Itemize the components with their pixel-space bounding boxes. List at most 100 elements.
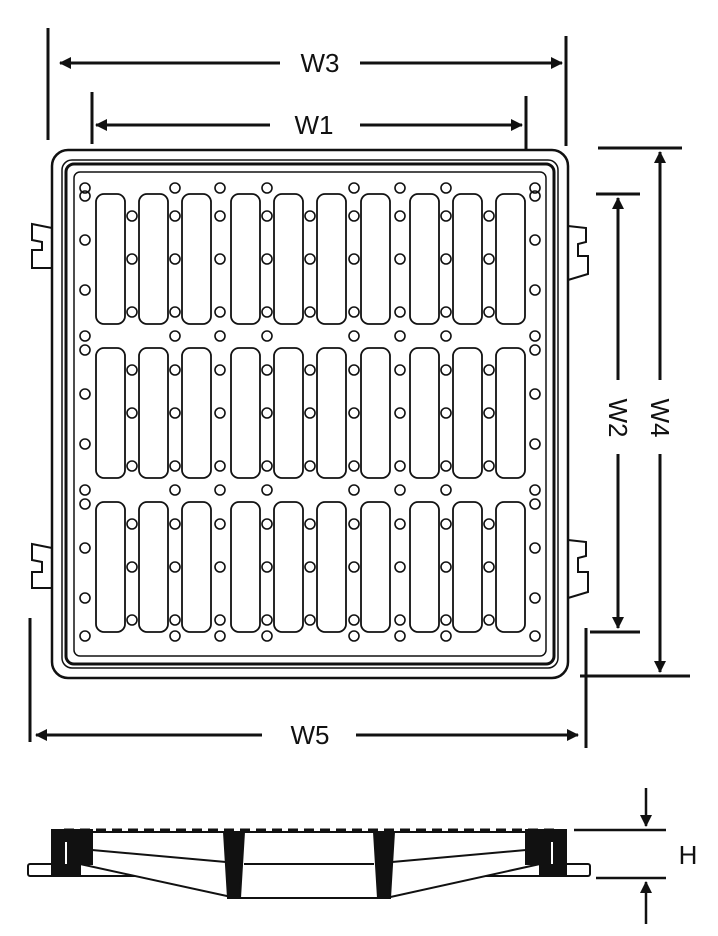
hole: [169, 253, 181, 265]
hole: [214, 460, 226, 472]
hole: [79, 284, 91, 296]
hole: [348, 330, 360, 342]
slot: [495, 347, 526, 479]
hole: [79, 438, 91, 450]
hole: [440, 330, 452, 342]
hole: [261, 364, 273, 376]
slot: [360, 193, 391, 325]
hole: [348, 253, 360, 265]
hole: [394, 210, 406, 222]
hole: [261, 460, 273, 472]
hole: [304, 614, 316, 626]
hole: [440, 407, 452, 419]
slot: [360, 347, 391, 479]
hole: [394, 330, 406, 342]
hole: [79, 630, 91, 642]
hole: [483, 253, 495, 265]
hole: [126, 518, 138, 530]
hole: [483, 518, 495, 530]
hole: [214, 407, 226, 419]
hole: [79, 592, 91, 604]
hole: [440, 518, 452, 530]
hole: [394, 614, 406, 626]
hole: [304, 210, 316, 222]
hole: [79, 344, 91, 356]
h-dimension: [574, 788, 666, 924]
w5-label: W5: [291, 720, 330, 750]
hole: [394, 407, 406, 419]
hole: [529, 190, 541, 202]
side-inner-slope-right: [391, 849, 527, 863]
hole: [261, 484, 273, 496]
hole: [483, 306, 495, 318]
hole: [348, 182, 360, 194]
hole: [529, 182, 541, 194]
hinge-lug-left-bottom: [31, 542, 53, 589]
hole: [348, 306, 360, 318]
hole: [529, 542, 541, 554]
w3-label: W3: [301, 48, 340, 78]
hole: [440, 630, 452, 642]
hole: [440, 253, 452, 265]
slot: [273, 193, 304, 325]
hole: [214, 210, 226, 222]
hole: [394, 364, 406, 376]
hole: [261, 561, 273, 573]
hole: [169, 561, 181, 573]
hole: [169, 182, 181, 194]
hole: [261, 182, 273, 194]
hole: [169, 518, 181, 530]
hole: [79, 484, 91, 496]
dimension-lines: [28, 28, 690, 748]
side-left-rib: [222, 831, 246, 899]
hole: [348, 460, 360, 472]
frame-inner: [61, 159, 559, 669]
hole: [214, 330, 226, 342]
hole: [79, 190, 91, 202]
slot: [138, 193, 169, 325]
grate-inner: [73, 171, 547, 657]
hole: [214, 630, 226, 642]
slot: [452, 193, 483, 325]
hole: [440, 210, 452, 222]
hinge-lug-left-top: [31, 222, 53, 269]
hole: [394, 253, 406, 265]
hole: [394, 460, 406, 472]
slot: [316, 501, 347, 633]
hole: [304, 306, 316, 318]
hole: [304, 407, 316, 419]
slot: [95, 193, 126, 325]
hole: [214, 253, 226, 265]
hole: [79, 182, 91, 194]
hole: [214, 364, 226, 376]
hole: [169, 630, 181, 642]
hole: [214, 561, 226, 573]
hole: [529, 234, 541, 246]
hole: [440, 306, 452, 318]
hole: [394, 182, 406, 194]
hole: [126, 306, 138, 318]
slot: [230, 193, 261, 325]
hole: [348, 364, 360, 376]
slot: [495, 501, 526, 633]
slot: [273, 347, 304, 479]
hole: [261, 253, 273, 265]
hole: [79, 498, 91, 510]
slot: [452, 501, 483, 633]
hinge-lug-right-top: [567, 225, 589, 281]
hole: [440, 460, 452, 472]
hole: [214, 614, 226, 626]
hole: [529, 388, 541, 400]
hole: [169, 210, 181, 222]
hole: [440, 561, 452, 573]
hole: [261, 330, 273, 342]
hinge-lug-right-bottom: [567, 539, 589, 599]
hole: [261, 614, 273, 626]
hole: [169, 364, 181, 376]
hole: [483, 407, 495, 419]
side-inner-slope-left: [91, 849, 227, 863]
slot: [360, 501, 391, 633]
slot: [95, 347, 126, 479]
hole: [394, 484, 406, 496]
side-right-frame-block: [525, 829, 567, 877]
